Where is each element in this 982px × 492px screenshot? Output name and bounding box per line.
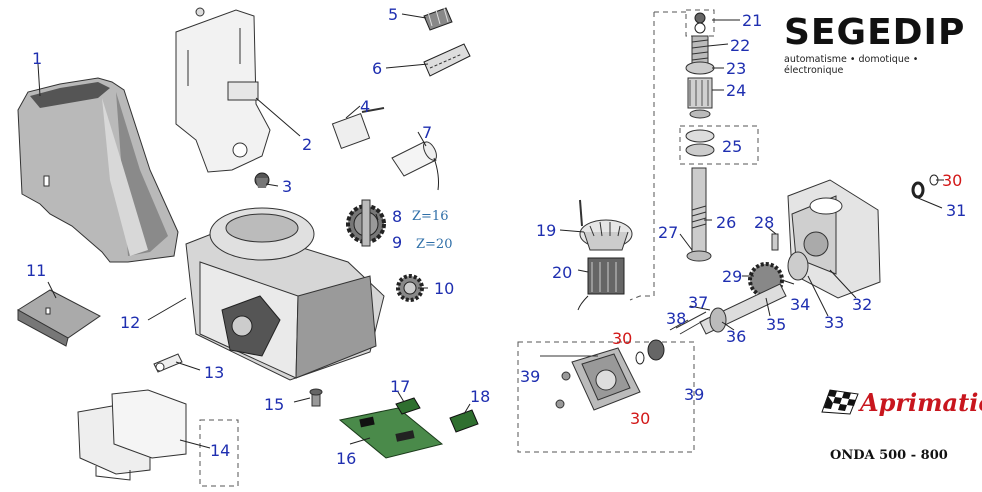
callout-19: 19 [536, 221, 556, 240]
callout-26: 26 [716, 213, 736, 232]
brand-name: SEGEDIP [784, 12, 966, 53]
callout-10: 10 [434, 279, 454, 298]
callout-36: 36 [726, 327, 746, 346]
callout-22: 22 [730, 36, 750, 55]
z16-note: Z=16 [412, 209, 448, 224]
part-motor-rotor [577, 257, 625, 311]
part-cable-lug [153, 353, 183, 373]
callout-37: 37 [688, 293, 708, 312]
part-pinion-gear [346, 199, 386, 247]
callout-33: 33 [824, 313, 844, 332]
part-relay-module [395, 397, 421, 415]
callout-16: 16 [336, 449, 356, 468]
callout-17: 17 [390, 377, 410, 396]
callout-6: 6 [372, 59, 382, 78]
z20-note: Z=20 [416, 237, 452, 252]
callout-29: 29 [722, 267, 742, 286]
callout-4: 4 [360, 97, 370, 116]
callout-39-left: 39 [520, 367, 540, 386]
callout-25: 25 [722, 137, 742, 156]
part-screw [309, 388, 323, 407]
callout-15: 15 [264, 395, 284, 414]
part-motor-stator [579, 199, 633, 251]
leader-lines [37, 13, 944, 449]
callout-numbers: 1 2 3 4 5 6 7 8 9 Z=16 Z=20 10 11 12 13 … [26, 5, 966, 468]
part-shaft-stack [629, 9, 759, 301]
callout-1: 1 [32, 49, 42, 68]
part-guards [77, 389, 239, 487]
aprimatic-name: Aprimatic [860, 388, 982, 417]
part-bracket [175, 7, 271, 188]
checkered-flag-icon [821, 389, 859, 415]
callout-11: 11 [26, 261, 46, 280]
callout-30-top: 30 [942, 171, 962, 190]
part-terminal-block [423, 7, 453, 31]
part-control-board [338, 407, 444, 459]
part-capacitor [391, 141, 439, 191]
callout-9: 9 [392, 233, 402, 252]
model-caption: ONDA 500 - 800 [830, 448, 948, 463]
callout-2: 2 [302, 135, 312, 154]
callout-24: 24 [726, 81, 746, 100]
segedip-logo: SEGEDIP automatisme • domotique • électr… [784, 12, 974, 77]
callout-39-right: 39 [684, 385, 704, 404]
part-microswitch [331, 107, 385, 149]
callout-7: 7 [422, 123, 432, 142]
part-cover [17, 77, 179, 263]
part-base-plate [17, 289, 101, 347]
callout-8: 8 [392, 207, 402, 226]
callout-12: 12 [120, 313, 140, 332]
callout-13: 13 [204, 363, 224, 382]
part-motor-housing [185, 207, 385, 381]
callout-30-middle: 30 [612, 329, 632, 348]
part-output-shaft [675, 251, 809, 335]
callout-38: 38 [666, 309, 686, 328]
callout-31: 31 [946, 201, 966, 220]
callout-34: 34 [790, 295, 810, 314]
brand-tagline: automatisme • domotique • électronique [784, 54, 919, 76]
part-flange [517, 339, 695, 453]
part-gear-housing [771, 174, 939, 299]
callout-18: 18 [470, 387, 490, 406]
callout-32: 32 [852, 295, 872, 314]
callout-20: 20 [552, 263, 572, 282]
callout-21: 21 [742, 11, 762, 30]
callout-5: 5 [388, 5, 398, 24]
callout-28: 28 [754, 213, 774, 232]
callout-14: 14 [210, 441, 230, 460]
callout-35: 35 [766, 315, 786, 334]
callout-30-bottom: 30 [630, 409, 650, 428]
callout-27: 27 [658, 223, 678, 242]
callout-23: 23 [726, 59, 746, 78]
part-plate [423, 43, 471, 77]
callout-3: 3 [282, 177, 292, 196]
